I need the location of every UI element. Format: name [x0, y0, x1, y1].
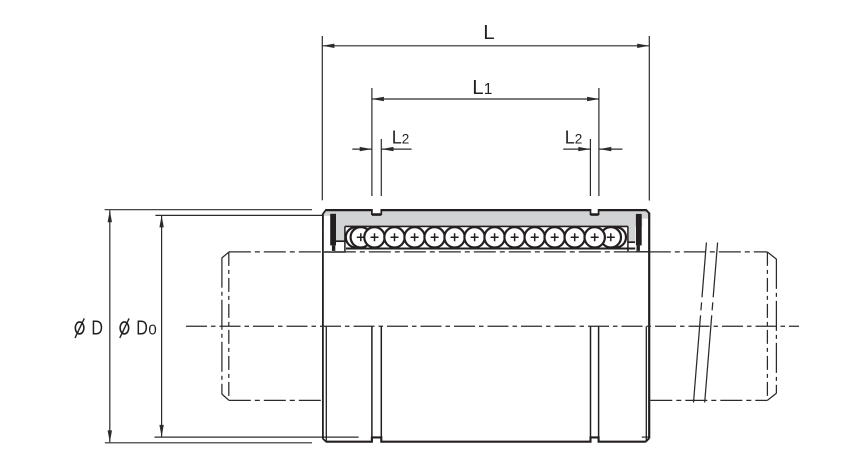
svg-text:1: 1 — [484, 81, 493, 98]
svg-text:2: 2 — [402, 132, 410, 147]
svg-text:L: L — [483, 21, 494, 44]
svg-text:2: 2 — [575, 132, 583, 147]
svg-text:0: 0 — [148, 322, 156, 339]
svg-text:L: L — [392, 128, 402, 148]
svg-text:L: L — [472, 76, 483, 99]
svg-text:L: L — [565, 128, 575, 148]
svg-text:D: D — [136, 317, 148, 340]
svg-text:D: D — [91, 317, 103, 340]
